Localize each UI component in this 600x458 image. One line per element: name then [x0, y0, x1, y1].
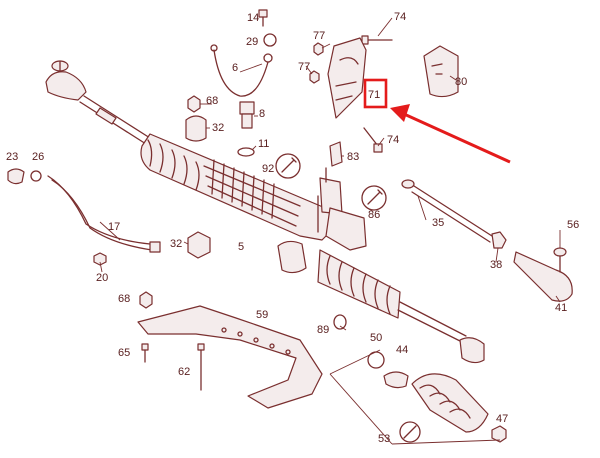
pinion-housing-parts [309, 35, 459, 211]
pointer-arrowhead [390, 104, 410, 122]
callout-32-mid: 32 [170, 238, 182, 250]
highlight-box [363, 78, 388, 109]
callout-86: 86 [368, 209, 380, 221]
callout-92: 92 [262, 163, 274, 175]
callout-5: 5 [238, 241, 244, 253]
callout-41: 41 [555, 302, 567, 314]
callout-44: 44 [396, 344, 408, 356]
callout-68-top: 68 [206, 95, 218, 107]
rack-housing [140, 133, 467, 343]
bottom-parts [137, 231, 507, 443]
callout-17: 17 [108, 221, 120, 233]
callout-68-bottom: 68 [118, 293, 130, 305]
callout-6: 6 [232, 62, 238, 74]
callout-89: 89 [317, 324, 329, 336]
callout-77-top: 77 [313, 30, 325, 42]
callout-11: 11 [258, 138, 269, 150]
pointer-arrow [403, 112, 511, 164]
callout-74-mid: 74 [387, 134, 399, 146]
callout-62: 62 [178, 366, 190, 378]
callout-80: 80 [455, 76, 467, 88]
callout-65: 65 [118, 347, 130, 359]
callout-29: 29 [246, 36, 258, 48]
callout-56: 56 [567, 219, 579, 231]
leader-lines [99, 17, 561, 445]
callout-labels: 14 29 6 74 77 77 80 71 68 8 32 11 74 83 … [6, 11, 579, 445]
callout-32-top: 32 [212, 122, 224, 134]
callout-59: 59 [256, 309, 268, 321]
callout-23: 23 [6, 151, 18, 163]
callout-71: 71 [368, 89, 380, 101]
highlight-annotation [363, 78, 511, 164]
callout-35: 35 [432, 217, 444, 229]
callout-38: 38 [490, 259, 502, 271]
valve-grid [203, 159, 301, 227]
callout-74-top: 74 [394, 11, 406, 23]
callout-77-mid: 77 [298, 61, 310, 73]
callout-53: 53 [378, 433, 390, 445]
right-tie-rod [401, 179, 573, 302]
callout-47: 47 [496, 413, 508, 425]
left-tie-rod [45, 60, 151, 145]
callout-14: 14 [247, 12, 259, 24]
callout-83: 83 [347, 151, 359, 163]
hardware-top-left [185, 9, 301, 179]
callout-8: 8 [259, 108, 265, 120]
left-small-parts [7, 168, 161, 266]
callout-26: 26 [32, 151, 44, 163]
callout-20: 20 [96, 272, 108, 284]
callout-50: 50 [370, 332, 382, 344]
